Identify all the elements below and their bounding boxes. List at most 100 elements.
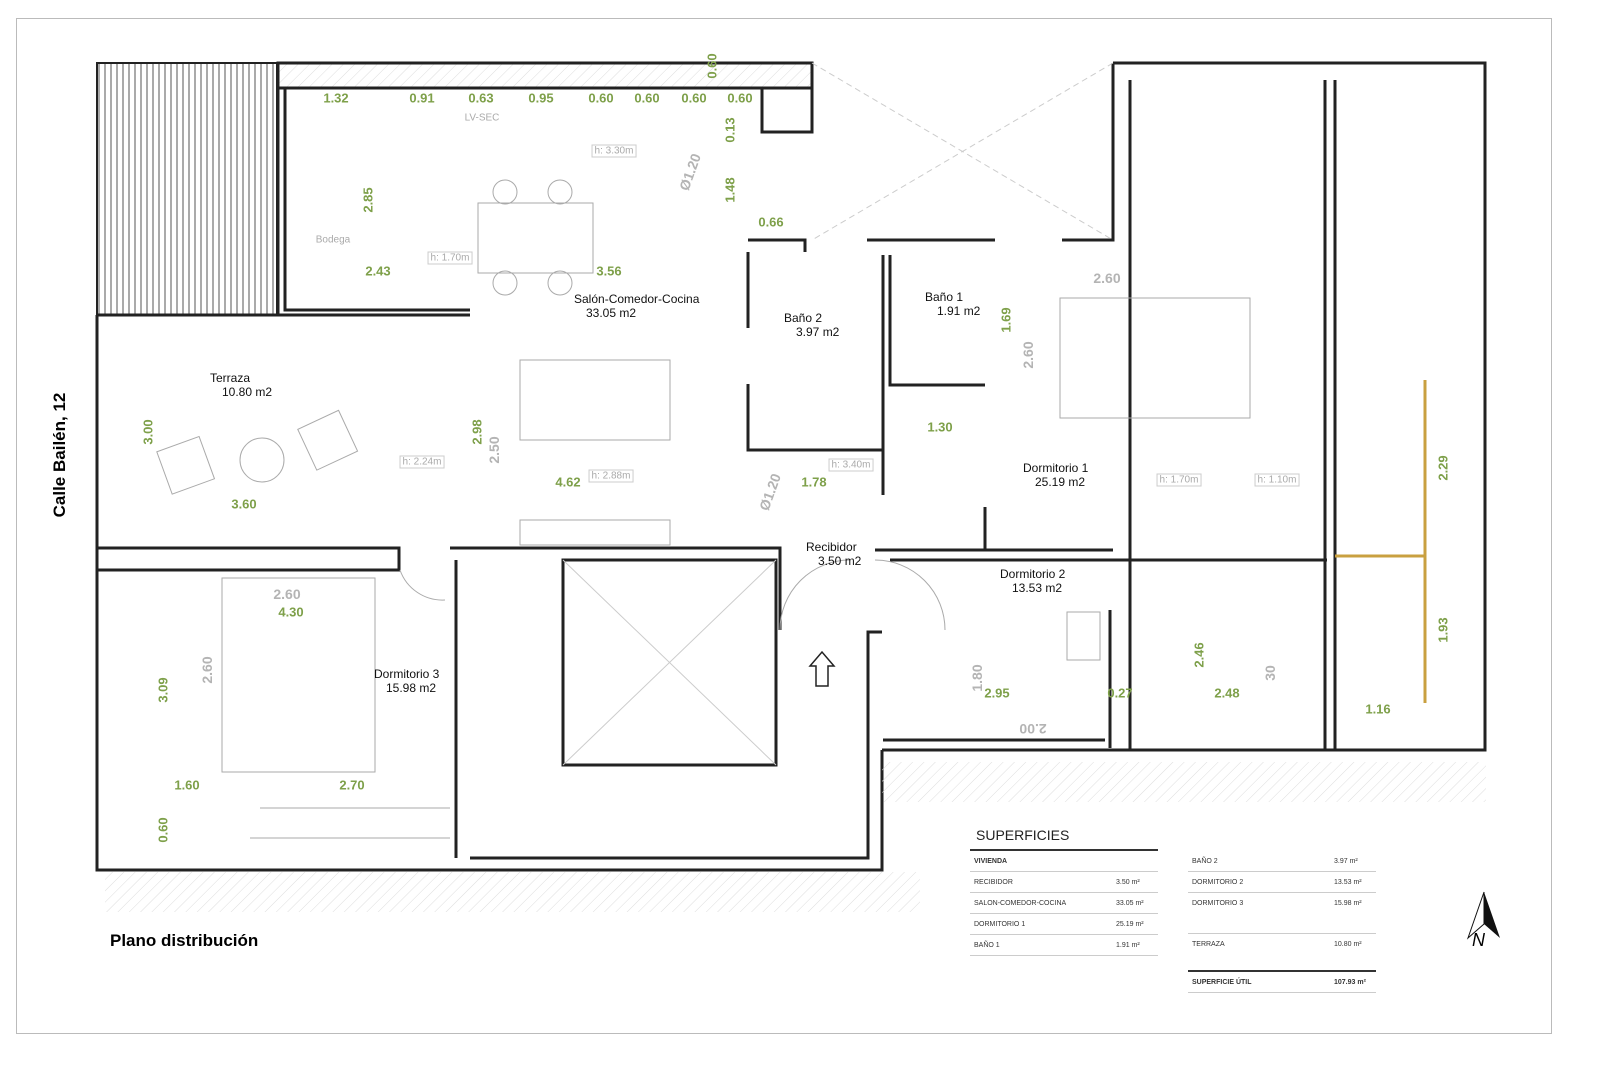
room-area: 13.53 m2: [1012, 581, 1063, 595]
room-name: Dormitorio 3: [374, 667, 440, 681]
dimension-label: 1.16: [1365, 701, 1391, 717]
street-name: Calle Bailén, 12: [50, 392, 69, 518]
dimension-label: 1.48: [722, 177, 738, 203]
dimension-label: 0.60: [727, 90, 753, 106]
drawing-frame: [16, 18, 1552, 1034]
dimension-label: 2.29: [1435, 455, 1451, 481]
room-area: 15.98 m2: [386, 681, 437, 695]
table-row: TERRAZA 10.80 m²: [1188, 934, 1376, 954]
row-value: 3.50 m²: [1116, 878, 1140, 886]
entrance-arrow-icon: [808, 650, 836, 687]
exterior-stair-block: [96, 62, 278, 316]
room-name: Terraza: [210, 371, 251, 385]
dimension-label: 2.95: [984, 685, 1010, 701]
room-area: 25.19 m2: [1035, 475, 1086, 489]
furniture-dimension-label: 2.00: [1019, 721, 1047, 737]
row-name: TERRAZA: [1192, 940, 1225, 948]
washer-dryer-label: LV-SEC: [464, 112, 500, 124]
ceiling-height-label: h: 1.70m: [427, 251, 473, 265]
dimension-label: 0.60: [634, 90, 660, 106]
furniture-dimension-label: 1.80: [969, 664, 985, 692]
furniture-dimension-label: 2.60: [1020, 341, 1036, 369]
dimension-label: 3.00: [140, 419, 156, 445]
dimension-label: 0.63: [468, 90, 494, 106]
dimension-label: 1.93: [1435, 617, 1451, 643]
dimension-label: 2.43: [365, 263, 391, 279]
dimension-label: 1.32: [323, 90, 349, 106]
dimension-label: 0.66: [758, 214, 784, 230]
dimension-label: 0.13: [722, 117, 738, 143]
dimension-label: 3.56: [596, 263, 622, 279]
table-title: SUPERFICIES: [976, 827, 1070, 843]
light-well: [562, 62, 1114, 766]
bodega-label: Bodega: [315, 234, 351, 246]
ceiling-height-label: h: 2.88m: [588, 469, 634, 483]
dimension-label: 3.09: [155, 677, 171, 703]
total-name: SUPERFICIE ÚTIL: [1192, 978, 1252, 986]
dimension-label: 0.60: [681, 90, 707, 106]
furniture-dimension-label: 2.60: [199, 656, 215, 684]
room-area: 33.05 m2: [586, 306, 637, 320]
dimension-label: 4.30: [278, 604, 304, 620]
dimension-label: 2.46: [1191, 642, 1207, 668]
table-row: BAÑO 2 3.97 m²: [1188, 851, 1376, 872]
furniture-dimension-label: 2.60: [1093, 270, 1121, 286]
room-name: Dormitorio 1: [1023, 461, 1089, 475]
room-area: 1.91 m2: [937, 304, 981, 318]
dimension-label: 4.62: [555, 474, 581, 490]
dimension-label: 3.60: [231, 496, 257, 512]
ceiling-height-label: h: 2.24m: [399, 455, 445, 469]
row-name: DORMITORIO 1: [974, 920, 1026, 928]
dimension-label: 0.60: [155, 817, 171, 843]
row-value: 10.80 m²: [1334, 940, 1362, 948]
dimension-label: 0.60: [704, 53, 720, 79]
ceiling-height-label: h: 3.30m: [591, 144, 637, 158]
header-label: VIVIENDA: [974, 857, 1008, 865]
north-label: N: [1472, 930, 1485, 950]
dimension-label: 2.98: [469, 419, 485, 445]
furniture-dimension-label: 30: [1262, 665, 1278, 681]
dimension-label: 1.30: [927, 419, 953, 435]
ceiling-height-label: h: 1.10m: [1254, 473, 1300, 487]
total-value: 107.93 m²: [1334, 978, 1366, 986]
dimension-label: 2.48: [1214, 685, 1240, 701]
room-name: Salón-Comedor-Cocina: [574, 292, 700, 306]
dimension-label: 1.69: [998, 307, 1014, 333]
dimension-label: 0.60: [588, 90, 614, 106]
room-area: 3.97 m2: [796, 325, 840, 339]
room-name: Baño 1: [925, 290, 964, 304]
table-total-row: SUPERFICIE ÚTIL 107.93 m²: [1188, 970, 1376, 993]
room-area: 10.80 m2: [222, 385, 273, 399]
north-arrow-icon: [1466, 891, 1500, 940]
row-value: 3.97 m²: [1334, 857, 1358, 865]
dimension-label: 2.70: [339, 777, 365, 793]
table-header: VIVIENDA: [970, 851, 1158, 872]
room-area: 3.50 m2: [818, 554, 862, 568]
dimension-label: 0.95: [528, 90, 554, 106]
room-name: Dormitorio 2: [1000, 567, 1066, 581]
table-row-empty: [1188, 913, 1376, 934]
walls: [95, 61, 1487, 872]
row-name: DORMITORIO 3: [1192, 899, 1244, 907]
ceiling-height-label: h: 3.40m: [828, 458, 874, 472]
plan-title: Plano distribución: [110, 931, 259, 950]
dimension-label: 2.85: [360, 187, 376, 213]
furniture: [156, 179, 1427, 839]
row-name: BAÑO 1: [974, 941, 1000, 949]
row-value: 33.05 m²: [1116, 899, 1144, 907]
row-name: BAÑO 2: [1192, 857, 1218, 865]
north-arrow: N: [1462, 890, 1506, 955]
